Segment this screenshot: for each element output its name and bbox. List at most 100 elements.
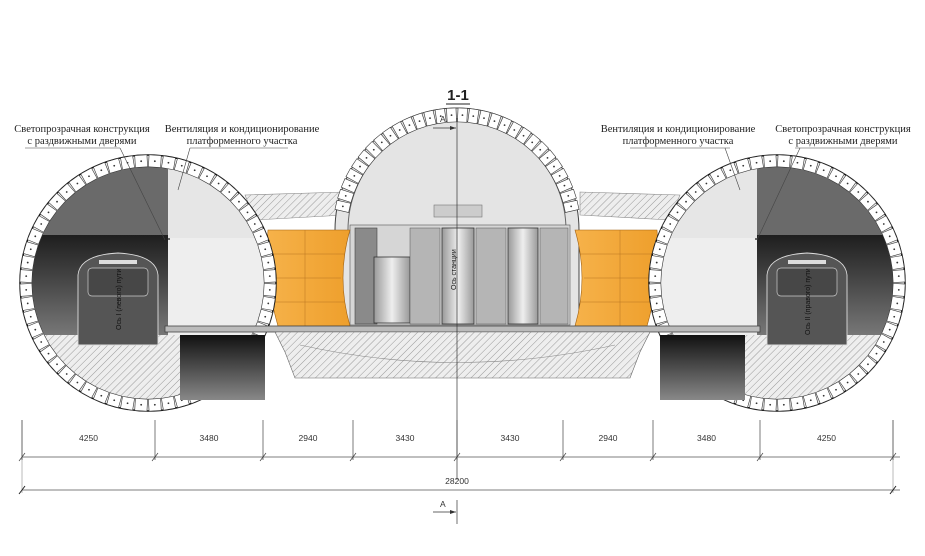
svg-text:платформенного участка: платформенного участка	[623, 136, 734, 147]
escalator	[441, 227, 475, 325]
dimension-segment-label: 3430	[396, 433, 415, 443]
bolt-mark	[34, 328, 37, 331]
svg-text:Вентиляция и кондиционирование: Вентиляция и кондиционирование	[601, 124, 756, 135]
overall-dimension: 28200	[445, 476, 469, 486]
left-track-axis-label: Ось I (левого) пути	[116, 269, 123, 330]
bolt-mark	[857, 373, 860, 375]
bolt-mark	[348, 184, 351, 187]
svg-text:Вентиляция и кондиционирование: Вентиляция и кондиционирование	[165, 124, 320, 135]
bolt-mark	[429, 117, 431, 120]
bolt-mark	[822, 394, 825, 397]
bolt-mark	[389, 134, 392, 137]
svg-text:Светопрозрачная конструкция: Светопрозрачная конструкция	[775, 124, 911, 135]
bolt-mark	[26, 261, 29, 264]
section-title: 1-1	[447, 87, 469, 104]
bolt-mark	[439, 115, 442, 118]
bolt-mark	[882, 341, 885, 343]
bolt-mark	[47, 352, 50, 355]
bolt-mark	[729, 169, 732, 172]
bolt-mark	[113, 164, 116, 167]
bolt-mark	[896, 302, 899, 305]
bolt-mark	[809, 164, 812, 167]
bolt-mark	[769, 160, 772, 163]
bolt-mark	[742, 164, 745, 167]
bolt-mark	[654, 275, 657, 278]
bolt-mark	[472, 115, 475, 118]
bolt-mark	[857, 191, 860, 193]
bolt-mark	[558, 174, 561, 177]
bolt-mark	[888, 235, 891, 238]
bolt-mark	[835, 388, 837, 391]
bolt-mark	[253, 223, 256, 225]
section-marker-bottom: A	[433, 499, 458, 524]
bolt-mark	[88, 388, 90, 391]
callout-right-ventilation: Вентиляция и кондиционирование платформе…	[601, 124, 756, 191]
dimension-tick	[889, 420, 897, 462]
dimension-segment-label: 2940	[599, 433, 618, 443]
bolt-mark	[47, 211, 50, 214]
callout-left-ventilation: Вентиляция и кондиционирование платформе…	[165, 124, 320, 191]
bolt-mark	[113, 399, 116, 402]
bolt-mark	[126, 402, 129, 405]
dimension-tick	[349, 420, 357, 462]
bolt-mark	[503, 124, 506, 127]
bolt-mark	[259, 235, 262, 238]
bolt-mark	[100, 169, 103, 172]
bolt-mark	[267, 261, 270, 264]
dimension-tick	[649, 420, 657, 462]
bolt-mark	[663, 235, 666, 238]
bolt-mark	[694, 191, 697, 193]
bolt-mark	[238, 200, 240, 203]
bolt-mark	[264, 248, 267, 251]
bolt-mark	[217, 182, 220, 185]
dimension-segment-label: 3430	[501, 433, 520, 443]
dimension-segment-label: 3480	[200, 433, 219, 443]
bolt-mark	[809, 399, 812, 402]
central-vault-segments	[334, 107, 580, 213]
bolt-mark	[483, 117, 485, 120]
bolt-mark	[56, 363, 58, 366]
bolt-mark	[418, 120, 421, 123]
dimension-segment-label: 2940	[299, 433, 318, 443]
bolt-mark	[461, 114, 464, 117]
section-marker-top: A	[433, 114, 456, 130]
right-orange-cladding	[574, 229, 659, 327]
dimension-tick	[18, 420, 26, 462]
bolt-mark	[717, 175, 719, 178]
bolt-mark	[539, 148, 542, 151]
bolt-mark	[140, 403, 143, 406]
bolt-mark	[25, 275, 28, 278]
dimension-tick	[259, 420, 267, 462]
bolt-mark	[563, 184, 566, 187]
bolt-mark	[365, 156, 368, 159]
bolt-mark	[522, 134, 525, 137]
bolt-mark	[100, 394, 103, 397]
bolt-mark	[408, 124, 411, 127]
bolt-mark	[344, 194, 347, 197]
bolt-mark	[359, 165, 361, 168]
escalator	[475, 227, 507, 325]
bolt-mark	[867, 363, 869, 366]
bolt-mark	[228, 191, 231, 193]
central-hall: Ось станции	[354, 227, 569, 325]
bolt-mark	[264, 315, 267, 318]
svg-text:с раздвижными дверями: с раздвижными дверями	[788, 136, 898, 147]
bolt-mark	[193, 169, 196, 172]
bolt-mark	[40, 223, 43, 225]
bolt-mark	[268, 288, 271, 291]
bolt-mark	[88, 175, 90, 178]
bolt-mark	[888, 328, 891, 331]
bolt-mark	[796, 402, 799, 405]
bolt-mark	[65, 191, 68, 193]
bolt-mark	[140, 160, 143, 163]
bolt-mark	[875, 211, 878, 214]
bolt-mark	[897, 288, 900, 291]
right-cable-pit	[660, 335, 745, 400]
bolt-mark	[755, 161, 758, 164]
elevator-cabin	[373, 256, 411, 324]
bolt-mark	[398, 129, 401, 131]
bolt-mark	[246, 211, 249, 214]
bolt-mark	[835, 175, 837, 178]
train-front: Ось II (правого) пути	[766, 252, 848, 346]
bolt-mark	[268, 275, 271, 278]
